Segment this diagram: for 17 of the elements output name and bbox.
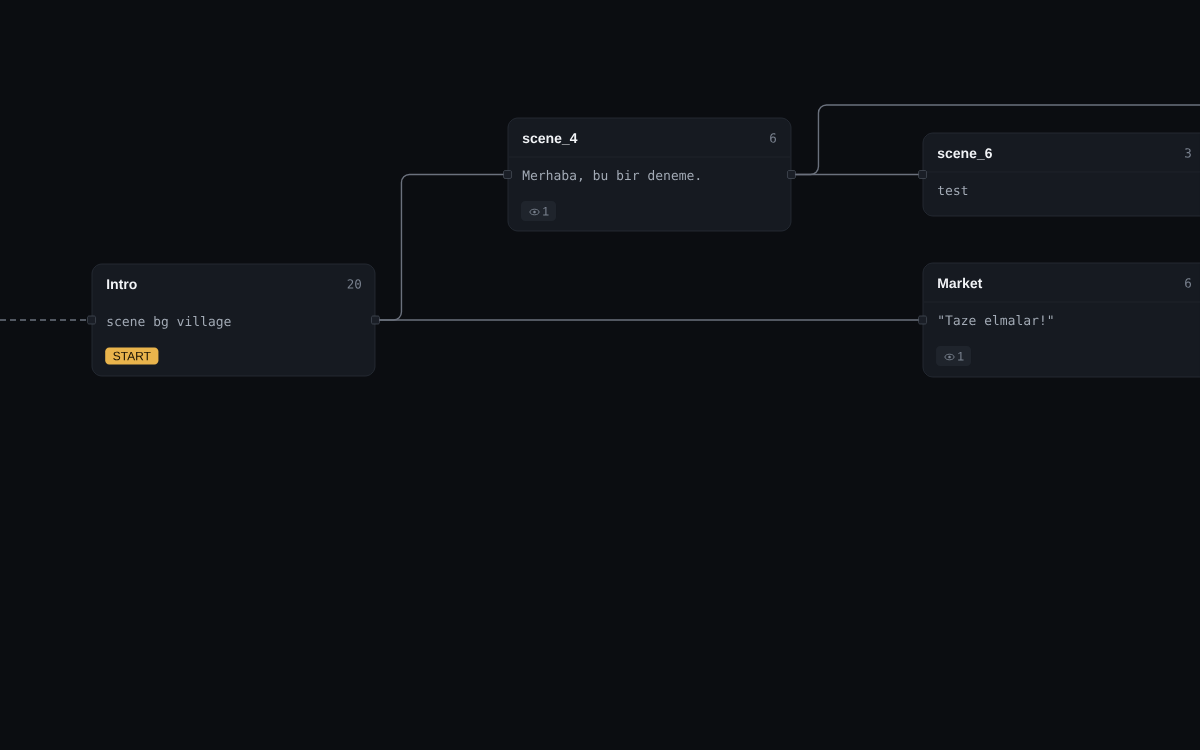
count-label: 6 [1185,278,1191,288]
dialogue-text: "Taze elmalar!" [939,315,1053,326]
connector-line [794,104,1200,176]
node-title: scene_6 [937,148,992,160]
node-title: Market [938,277,983,289]
view-count-badge: 1 [936,346,971,366]
node-title: scene_4 [522,133,578,145]
count-label: 3 [1185,148,1191,158]
node-title: Intro [107,279,137,290]
connector-line [0,319,89,321]
count-label: 6 [770,133,776,143]
dialogue-text: scene bg village [107,316,231,329]
connector-line [378,319,920,321]
dialogue-text: Merhaba, bu bir deneme. [522,170,700,182]
dialogue-text: test [938,185,968,196]
view-count-badge: 1 [521,201,556,221]
count-label: 20 [347,279,361,289]
